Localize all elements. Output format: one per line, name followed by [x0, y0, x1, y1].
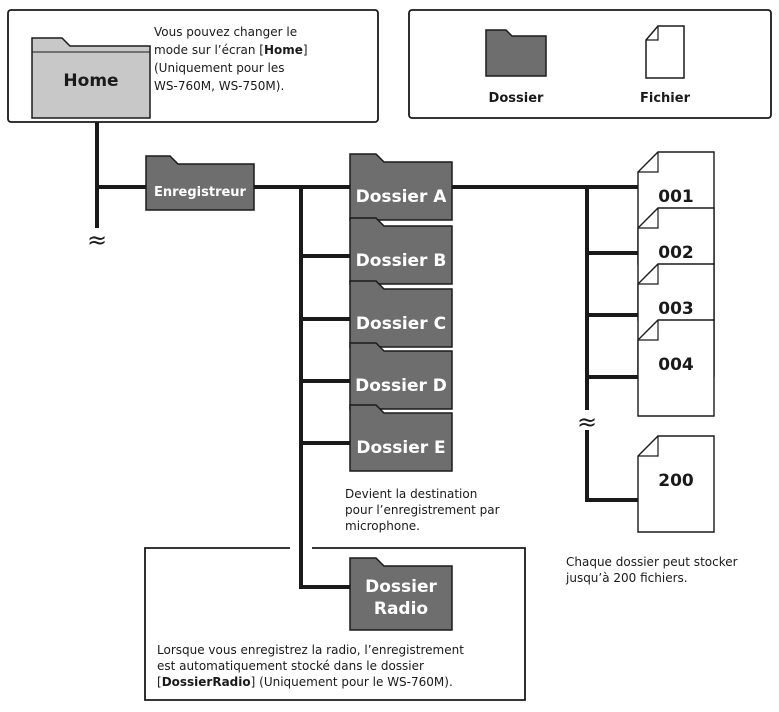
radio-note-text: est automatiquement stocké dans le dossi…: [157, 659, 424, 673]
files-note: Chaque dossier peut stocker jusqu’à 200 f…: [565, 555, 738, 585]
file-fold: [638, 264, 659, 285]
legend-box: [408, 9, 772, 119]
file-200: 200: [637, 435, 715, 533]
recorder-folder-icon: [145, 155, 255, 211]
home-note-text: Home: [264, 43, 303, 57]
file-fold: [638, 320, 659, 341]
folder-a: Dossier A: [349, 153, 453, 221]
radio-note-text: [: [157, 675, 162, 689]
radio-note-text: Lorsque vous enregistrez la radio, l’enr…: [157, 643, 464, 657]
files-note-line: Chaque dossier peut stocker: [566, 555, 738, 569]
radio-note-line: Lorsque vous enregistrez la radio, l’enr…: [157, 643, 464, 657]
folder-label: Dossier D: [355, 376, 447, 396]
home-folder-icon: [31, 37, 151, 119]
folder-c: Dossier C: [349, 280, 453, 348]
folder-label: Dossier A: [356, 187, 448, 207]
break-symbol-home: ≈: [87, 226, 107, 254]
radio-label-line: Dossier: [365, 577, 437, 597]
folders-group: Dossier A Dossier B Dossier C Dossier D Doss…: [349, 153, 453, 472]
recorder-folder-label: Enregistreur: [154, 185, 247, 200]
files-note-text: jusqu’à 200 fichiers.: [565, 571, 688, 585]
home-note-text: (Uniquement pour les: [154, 61, 285, 75]
home-note-text: WS-760M, WS-750M).: [154, 79, 284, 93]
file-fold: [638, 208, 659, 229]
legend-folder-label: Dossier: [489, 91, 544, 106]
folder-b: Dossier B: [349, 217, 453, 285]
connector-lines: [95, 122, 640, 589]
home-note-line: WS-760M, WS-750M).: [154, 79, 284, 93]
files-group: 001 002 003 004 200: [637, 151, 715, 533]
folder-e-note-text: microphone.: [345, 519, 420, 533]
folder-e-note-text: Devient la destination: [345, 487, 477, 501]
file-icon: [637, 319, 715, 417]
home-note-line: Vous pouvez changer le: [154, 25, 297, 39]
radio-note-box: [144, 547, 526, 701]
file-fold: [638, 152, 659, 173]
folder-label: Dossier C: [356, 314, 446, 334]
home-note-text: Vous pouvez changer le: [154, 25, 297, 39]
radio-note-line: [DossierRadio] (Uniquement pour le WS-76…: [157, 675, 453, 689]
radio-label-line: Radio: [374, 599, 428, 619]
file-icon: [645, 25, 685, 79]
folder-d: Dossier D: [349, 342, 453, 410]
radio-folder-label: DossierRadio: [365, 577, 437, 619]
home-note: Vous pouvez changer le mode sur l’écran […: [154, 25, 308, 93]
radio-note-line: est automatiquement stocké dans le dossi…: [157, 659, 424, 673]
radio-note-text: DossierRadio: [162, 675, 251, 689]
folder-label: Dossier B: [356, 251, 447, 271]
home-folder-label: Home: [63, 71, 118, 91]
file-label: 003: [658, 299, 694, 319]
home-note-text: ]: [303, 43, 308, 57]
legend-file-label: Fichier: [640, 91, 691, 106]
file-icon: [637, 435, 715, 533]
radio-folder-icon: [349, 557, 453, 631]
file-label: 004: [658, 355, 694, 375]
folder-e-note: Devient la destination pour l’enregistrem…: [345, 487, 500, 533]
file-fold: [638, 436, 659, 457]
folder-icon: [485, 29, 547, 77]
home-note-text: mode sur l’écran [: [154, 43, 264, 57]
folder-icon: [349, 404, 453, 472]
break-symbol-files: ≈: [577, 408, 597, 436]
files-note-text: Chaque dossier peut stocker: [566, 555, 738, 569]
radio-note-text: ] (Uniquement pour le WS-760M).: [251, 675, 453, 689]
folder-e: Dossier E: [349, 404, 453, 472]
radio-note: Lorsque vous enregistrez la radio, l’enr…: [157, 643, 464, 689]
file-004: 004: [637, 319, 715, 417]
home-note-line: (Uniquement pour les: [154, 61, 285, 75]
file-icon-fold: [646, 26, 659, 41]
folder-e-note-text: pour l’enregistrement par: [345, 503, 500, 517]
folder-e-note-line: pour l’enregistrement par: [345, 503, 500, 517]
folder-label: Dossier E: [356, 438, 445, 458]
file-label: 002: [658, 243, 694, 263]
folder-e-note-line: microphone.: [345, 519, 420, 533]
file-label: 200: [658, 471, 694, 491]
files-note-line: jusqu’à 200 fichiers.: [565, 571, 688, 585]
folder-e-note-line: Devient la destination: [345, 487, 477, 501]
home-note-line: mode sur l’écran [Home]: [154, 43, 308, 57]
file-label: 001: [658, 187, 694, 207]
